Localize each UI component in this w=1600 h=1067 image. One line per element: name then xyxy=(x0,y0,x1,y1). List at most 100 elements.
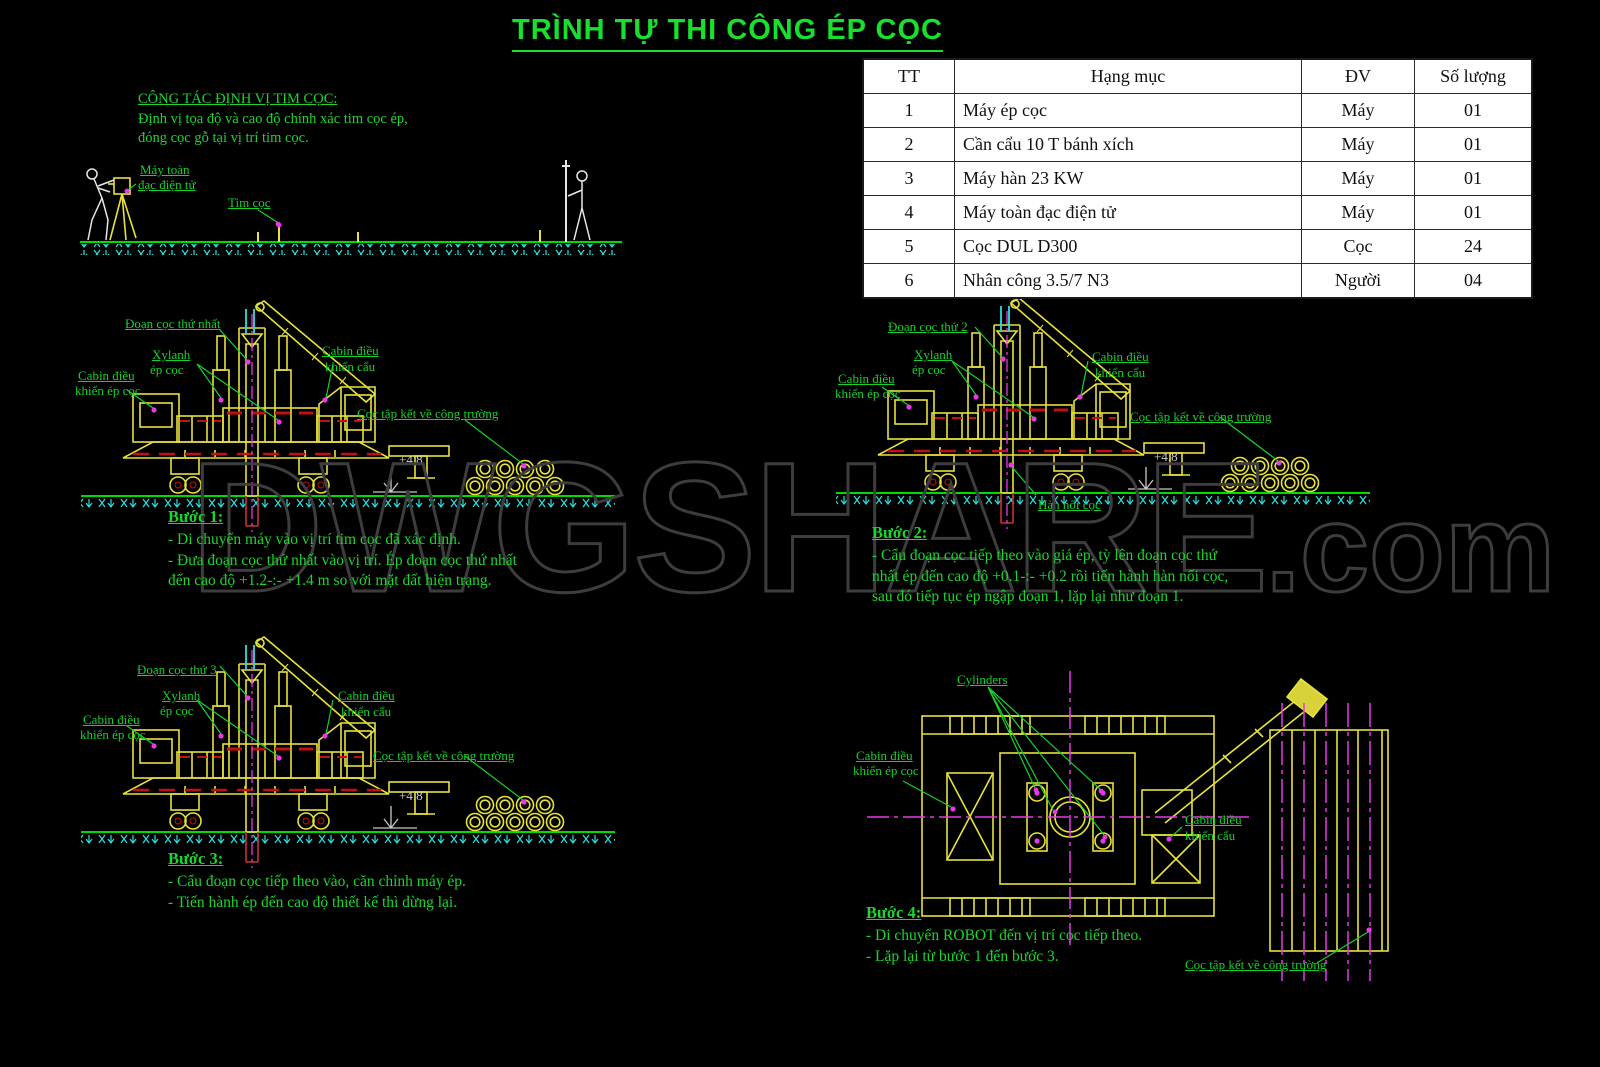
table-row: 1 Máy ép cọc Máy 01 xyxy=(862,93,1533,128)
cylinders-label: Cylinders xyxy=(957,672,1008,687)
press-cabin-label: Cabin điều xyxy=(856,748,913,763)
table-row: 5 Cọc DUL D300 Cọc 24 xyxy=(862,229,1533,264)
table-header: Số lượng xyxy=(1414,58,1533,94)
survey-drawing xyxy=(80,160,622,255)
table-cell: Cọc xyxy=(1301,229,1415,264)
press-cabin-label: Cabin điều xyxy=(838,371,895,386)
press-cabin-label: khiển ép cọc xyxy=(853,763,919,778)
step4-note: Bước 4: - Di chuyển ROBOT đến vị trí cọc… xyxy=(866,902,1286,967)
crane-cabin-label: khiển cẩu xyxy=(341,704,392,719)
weld-joint-label: Hàn nối cọc xyxy=(1038,497,1101,512)
step3-line: - Cẩu đoạn cọc tiếp theo vào, căn chỉnh … xyxy=(168,872,466,890)
step3-heading: Bước 3: xyxy=(168,849,224,868)
step4-line: - Di chuyển ROBOT đến vị trí cọc tiếp th… xyxy=(866,926,1143,944)
step2-heading: Bước 2: xyxy=(872,523,928,542)
step1-heading: Bước 1: xyxy=(168,507,224,526)
pile-center-label: Tim cọc xyxy=(228,195,271,210)
crane-cabin-label: Cabin điều xyxy=(1092,349,1149,364)
table-cell: Người xyxy=(1301,263,1415,299)
table-cell: 6 xyxy=(862,263,955,299)
press-cabin-label: khiển ép cọc xyxy=(835,386,901,401)
table-cell: 5 xyxy=(862,229,955,264)
crane-cabin-label: khiển cẩu xyxy=(1095,365,1146,380)
press-cabin-label: khiển ép cọc xyxy=(75,383,141,398)
table-header: Hạng mục xyxy=(954,58,1302,94)
table-row: 4 Máy toàn đạc điện tử Máy 01 xyxy=(862,195,1533,230)
cylinder-label: ép cọc xyxy=(912,362,946,377)
table-cell: Nhân công 3.5/7 N3 xyxy=(954,263,1302,299)
pile-stock-label: Cọc tập kết về công trường xyxy=(1130,409,1272,424)
table-cell: Máy xyxy=(1301,127,1415,162)
page-title: TRÌNH TỰ THI CÔNG ÉP CỌC xyxy=(512,14,943,52)
cylinder-label: Xylanh xyxy=(152,347,191,362)
table-header: ĐV xyxy=(1301,58,1415,94)
cylinder-label: ép cọc xyxy=(160,703,194,718)
step4-line: - Lặp lại từ bước 1 đến bước 3. xyxy=(866,947,1059,965)
press-cabin-label: Cabin điều xyxy=(78,368,135,383)
table-cell: 1 xyxy=(862,93,955,128)
total-station-tripod xyxy=(108,177,137,241)
step2-line: - Cẩu đoạn cọc tiếp theo vào giá ép, tỳ … xyxy=(872,546,1229,606)
pile-stakes xyxy=(257,227,541,242)
crane-cabin-label: khiển cẩu xyxy=(1185,828,1236,843)
step2-note: Bước 2: - Cẩu đoạn cọc tiếp theo vào giá… xyxy=(872,522,1244,608)
table-cell: 2 xyxy=(862,127,955,162)
table-row: 6 Nhân công 3.5/7 N3 Người 04 xyxy=(862,263,1533,299)
table-header-row: TT Hạng mục ĐV Số lượng xyxy=(862,58,1533,94)
table-cell: 01 xyxy=(1414,161,1533,196)
step2-drawing: Đoạn cọc thứ 2 Xylanh ép cọc Cabin điều … xyxy=(830,297,1375,529)
crane-cabin-label: Cabin điều xyxy=(338,688,395,703)
surveyor-figure xyxy=(562,160,591,242)
table-cell: 3 xyxy=(862,161,955,196)
step1-note: Bước 1: - Di chuyển máy vào vị trí tim c… xyxy=(168,506,528,592)
pile-segment-label: Đoạn cọc thứ nhất xyxy=(125,316,221,331)
step4-heading: Bước 4: xyxy=(866,903,922,922)
survey-scene: Máy toàn đạc điện tử Tim cọc xyxy=(70,150,630,262)
table-cell: Máy ép cọc xyxy=(954,93,1302,128)
table-row: 2 Cần cẩu 10 T bánh xích Máy 01 xyxy=(862,127,1533,162)
pile-segment-label: Đoạn cọc thứ 3 xyxy=(137,662,217,677)
table-cell: 01 xyxy=(1414,93,1533,128)
step3-drawing: Đoạn cọc thứ 3 Xylanh ép cọc Cabin điều … xyxy=(75,636,620,868)
table-cell: Cần cẩu 10 T bánh xích xyxy=(954,127,1302,162)
step4-plan-drawing: Cylinders Cabin điều khiển ép cọc Cabin … xyxy=(853,645,1435,995)
pile-segment-label: Đoạn cọc thứ 2 xyxy=(888,319,968,334)
press-cabin-label: khiển ép cọc xyxy=(80,727,146,742)
crane-cabin-label: Cabin điều xyxy=(322,343,379,358)
survey-desc-line: Định vị tọa độ và cao độ chính xác tim c… xyxy=(138,110,408,127)
pile-stock-label: Cọc tập kết về công trường xyxy=(373,748,515,763)
elevation-label: +4.8 xyxy=(399,788,423,803)
total-station-label: Máy toàn xyxy=(140,162,190,177)
survey-heading: CÔNG TÁC ĐỊNH VỊ TIM CỌC: xyxy=(138,91,338,107)
surveyor-figure xyxy=(86,168,115,241)
crane-cabin-label: khiển cẩu xyxy=(325,359,376,374)
table-cell: 01 xyxy=(1414,195,1533,230)
crane-cabin-label: Cabin điều xyxy=(1185,812,1242,827)
step3-note: Bước 3: - Cẩu đoạn cọc tiếp theo vào, că… xyxy=(168,848,588,913)
table-cell: Máy toàn đạc điện tử xyxy=(954,195,1302,230)
cylinder-label: Xylanh xyxy=(914,347,953,362)
table-cell: 04 xyxy=(1414,263,1533,299)
table-cell: 01 xyxy=(1414,127,1533,162)
elevation-label: +4.8 xyxy=(399,452,423,467)
table-cell: 24 xyxy=(1414,229,1533,264)
table-cell: Máy xyxy=(1301,93,1415,128)
cylinder-label: Xylanh xyxy=(162,688,201,703)
pile-press-elevation xyxy=(830,297,1375,529)
step1-drawing: Đoạn cọc thứ nhất Xylanh ép cọc Cabin đi… xyxy=(75,300,620,532)
cylinder-label: ép cọc xyxy=(150,362,184,377)
survey-note: CÔNG TÁC ĐỊNH VỊ TIM CỌC: Định vị tọa độ… xyxy=(138,90,408,148)
equipment-table: TT Hạng mục ĐV Số lượng 1 Máy ép cọc Máy… xyxy=(862,58,1533,299)
pile-stock-label: Cọc tập kết về công trường xyxy=(357,406,499,421)
step1-line: - Đưa đoạn cọc thứ nhất vào vị trí. Ép đ… xyxy=(168,551,517,590)
step1-line: - Di chuyển máy vào vị trí tim cọc đã xá… xyxy=(168,530,461,548)
pile-stock-label: Cọc tập kết về công trường xyxy=(1185,957,1327,972)
table-cell: Máy xyxy=(1301,195,1415,230)
table-row: 3 Máy hàn 23 KW Máy 01 xyxy=(862,161,1533,196)
table-cell: 4 xyxy=(862,195,955,230)
press-cabin-label: Cabin điều xyxy=(83,712,140,727)
step3-line: - Tiến hành ép đến cao độ thiết kế thì d… xyxy=(168,893,458,911)
pile-press-plan xyxy=(867,671,1389,981)
elevation-label: +4.8 xyxy=(1154,449,1178,464)
